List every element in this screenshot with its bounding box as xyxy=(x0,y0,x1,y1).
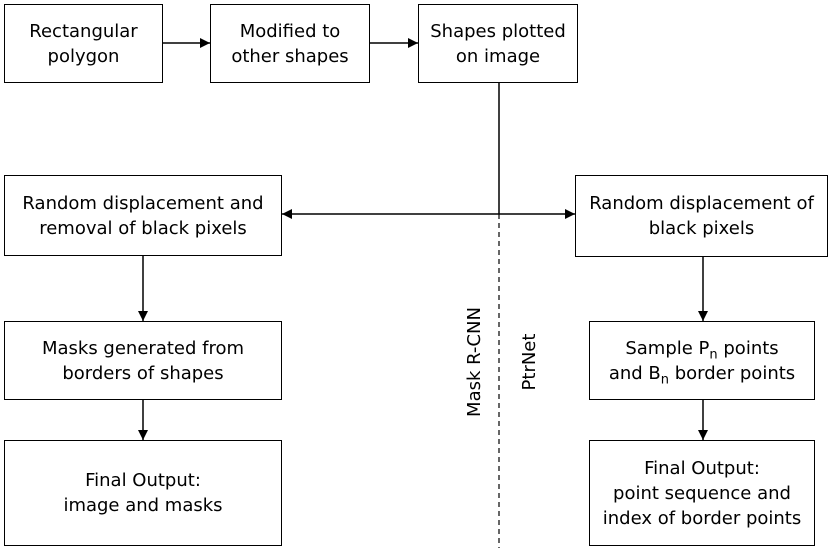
left-final-output-box: Final Output: image and masks xyxy=(4,440,282,546)
left-displacement-box: Random displacement and removal of black… xyxy=(4,175,282,256)
mask-rcnn-label: Mask R-CNN xyxy=(464,307,485,417)
rectangular-polygon-box: Rectangular polygon xyxy=(4,4,163,83)
right-displacement-box: Random displacement of black pixels xyxy=(575,175,828,257)
sample-points-box: Sample Pn points and Bn border points xyxy=(589,321,815,400)
modified-shapes-box: Modified to other shapes xyxy=(210,4,370,83)
shapes-plotted-box: Shapes plotted on image xyxy=(418,4,578,83)
sample-line-2: and Bn border points xyxy=(608,362,796,388)
sample-line-1: Sample Pn points xyxy=(625,337,779,363)
ptrnet-label: PtrNet xyxy=(519,333,540,391)
right-final-output-box: Final Output: point sequence and index o… xyxy=(589,440,815,546)
masks-generated-box: Masks generated from borders of shapes xyxy=(4,321,282,400)
